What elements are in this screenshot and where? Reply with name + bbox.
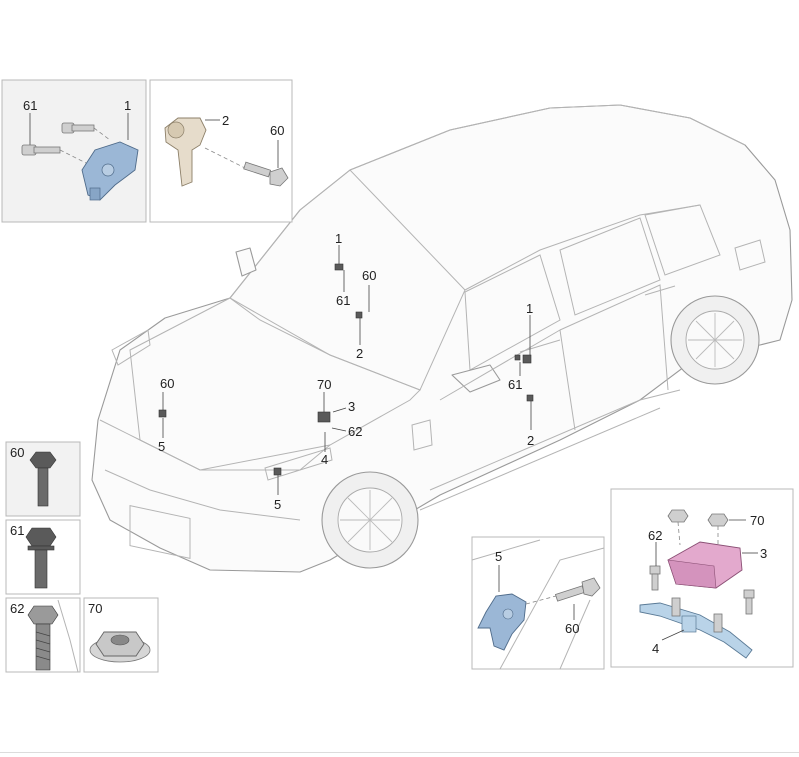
callout-car-hood-3: 3 xyxy=(348,399,355,414)
callout-sensor5-5: 5 xyxy=(495,549,502,564)
callout-car-hood-70: 70 xyxy=(317,377,331,392)
callout-car-roof-60: 60 xyxy=(362,268,376,283)
callout-car-roof-2: 2 xyxy=(356,346,363,361)
fastener-box-61: 61 xyxy=(5,519,81,595)
callout-car-hood-4: 4 xyxy=(321,452,328,467)
callout-topmid-2: 2 xyxy=(222,113,229,128)
callout-car-hood-5b: 5 xyxy=(274,497,281,512)
callout-module-62: 62 xyxy=(648,528,662,543)
callout-module-4: 4 xyxy=(652,641,659,656)
detail-box-sensor-1: 61 1 xyxy=(1,79,147,223)
fastener-62-label: 62 xyxy=(10,601,24,616)
callout-car-hood-60: 60 xyxy=(160,376,174,391)
callout-car-hood-62: 62 xyxy=(348,424,362,439)
callout-car-door-2: 2 xyxy=(527,433,534,448)
callout-sensor5-60: 60 xyxy=(565,621,579,636)
callout-car-hood-5a: 5 xyxy=(158,439,165,454)
car-illustration xyxy=(91,104,793,573)
fastener-box-70: 70 xyxy=(83,597,159,673)
callout-topleft-1: 1 xyxy=(124,98,131,113)
fastener-61-label: 61 xyxy=(10,523,24,538)
fastener-70-label: 70 xyxy=(88,601,102,616)
detail-box-sensor-2: 2 60 xyxy=(149,79,293,223)
callout-car-roof-1: 1 xyxy=(335,231,342,246)
detail-box-module-3: 70 62 3 4 xyxy=(610,488,794,668)
footer-divider xyxy=(0,752,799,753)
detail-box-sensor-5: 5 60 xyxy=(471,536,605,670)
callout-topleft-61: 61 xyxy=(23,98,37,113)
callout-module-70: 70 xyxy=(750,513,764,528)
callout-car-door-61: 61 xyxy=(508,377,522,392)
fastener-box-62: 62 xyxy=(5,597,81,673)
callout-topmid-60: 60 xyxy=(270,123,284,138)
car-leader-lines xyxy=(158,245,534,495)
callout-car-door-1: 1 xyxy=(526,301,533,316)
callout-module-3: 3 xyxy=(760,546,767,561)
fastener-60-label: 60 xyxy=(10,445,24,460)
fastener-box-60: 60 xyxy=(5,441,81,517)
callout-car-roof-61: 61 xyxy=(336,293,350,308)
